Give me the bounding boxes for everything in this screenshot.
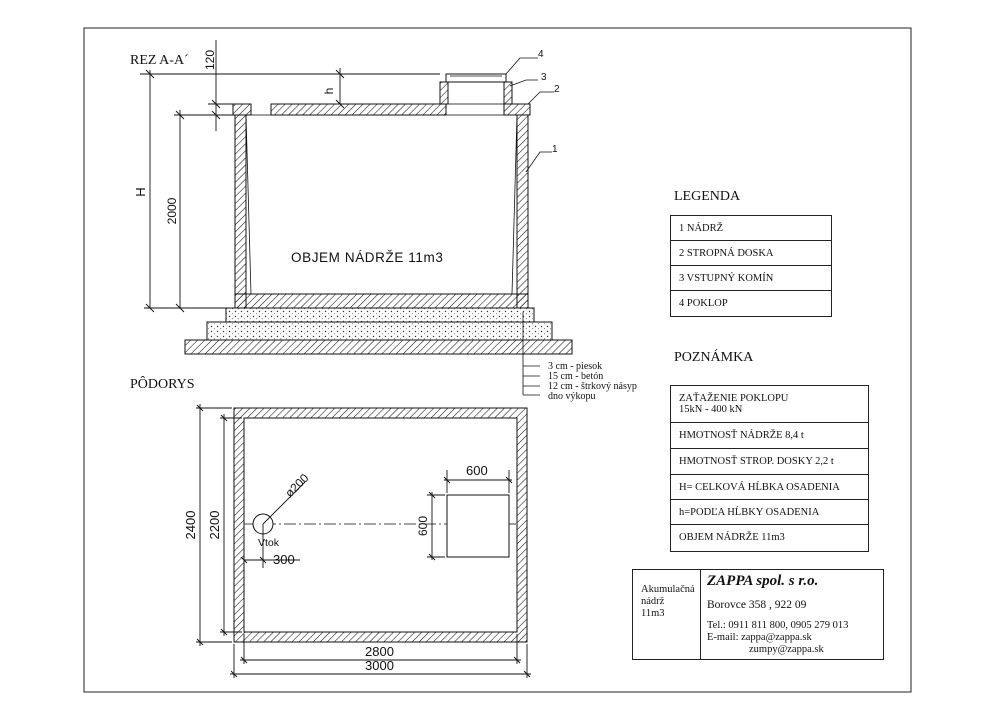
legend-table: 1 NÁDRŽ 2 STROPNÁ DOSKA 3 VSTUPNÝ KOMÍN … [670, 215, 832, 317]
sheet-border [83, 27, 912, 693]
plan-dimensions [196, 404, 531, 678]
product-line1: Akumulačná [641, 584, 695, 595]
note-lid-load: ZAŤAŽENIE POKLOPU 15kN - 400 kN [671, 386, 868, 423]
tank-section [234, 114, 529, 309]
callout-leaders [505, 57, 554, 173]
callout-1: 1 [552, 144, 558, 155]
plan-title: PÔDORYS [130, 375, 195, 392]
section-dimensions [140, 40, 440, 313]
ceiling-slab [232, 103, 531, 116]
dim-2200: 2200 [207, 511, 222, 540]
title-block: Akumulačná nádrž 11m3 ZAPPA spol. s r.o.… [632, 569, 884, 660]
notes-table: ZAŤAŽENIE POKLOPU 15kN - 400 kN HMOTNOSŤ… [670, 385, 869, 552]
dim-120: 120 [203, 50, 217, 70]
dim-H: H [133, 187, 148, 196]
legend-title: LEGENDA [674, 189, 741, 204]
product-line2: nádrž [641, 596, 665, 607]
note-lid-load-line2: 15kN - 400 kN [679, 404, 743, 415]
note-total-depth: H= CELKOVÁ HĹBKA OSADENIA [671, 475, 868, 500]
dim-300: 300 [273, 552, 295, 567]
foundation-layers [184, 307, 573, 355]
company-address: Borovce 358 , 922 09 [707, 599, 807, 611]
layer-concrete: 15 cm - betón [548, 371, 603, 382]
legend-item-tank: 1 NÁDRŽ [671, 216, 831, 241]
notes-title: POZNÁMKA [674, 350, 754, 365]
layer-pit-bottom: dno výkopu [548, 391, 596, 402]
dim-h: h [322, 88, 336, 95]
dim-2400: 2400 [183, 511, 198, 540]
note-tank-weight: HMOTNOSŤ NÁDRŽE 8,4 t [671, 423, 868, 449]
company-name: ZAPPA spol. s r.o. [707, 573, 819, 589]
dim-600-depth: 600 [416, 516, 430, 536]
dim-2000: 2000 [165, 197, 179, 224]
note-slab-weight: HMOTNOSŤ STROP. DOSKY 2,2 t [671, 449, 868, 475]
layer-sand: 3 cm - piesok [548, 361, 602, 372]
callout-2: 2 [554, 84, 560, 95]
inlet-label: Vtok [258, 537, 280, 549]
callout-3: 3 [541, 72, 547, 83]
product-line3: 11m3 [641, 608, 665, 619]
layer-leaders [522, 312, 540, 396]
company-phone: Tel.: 0911 811 800, 0905 279 013 [707, 620, 849, 631]
product-cell: Akumulačná nádrž 11m3 [633, 570, 701, 659]
callout-4: 4 [538, 49, 544, 60]
layer-gravel: 12 cm - štrkový násyp [548, 381, 637, 392]
note-depth-h: h=PODĽA HĹBKY OSADENIA [671, 500, 868, 525]
access-chimney [439, 73, 513, 105]
legend-item-slab: 2 STROPNÁ DOSKA [671, 241, 831, 266]
dim-2800: 2800 [365, 644, 394, 659]
dim-600-width: 600 [466, 463, 488, 478]
dim-3000: 3000 [365, 658, 394, 673]
section-title: REZ A-A´ [130, 53, 189, 68]
chimney-opening [446, 494, 510, 558]
company-email1: E-mail: zappa@zappa.sk [707, 632, 812, 643]
legend-item-chimney: 3 VSTUPNÝ KOMÍN [671, 266, 831, 291]
company-email2: zumpy@zappa.sk [749, 644, 824, 655]
tank-volume-label: OBJEM NÁDRŽE 11m3 [291, 250, 443, 265]
note-lid-load-line1: ZAŤAŽENIE POKLOPU [679, 393, 789, 404]
note-volume: OBJEM NÁDRŽE 11m3 [679, 531, 785, 543]
legend-item-lid: 4 POKLOP [679, 298, 728, 309]
